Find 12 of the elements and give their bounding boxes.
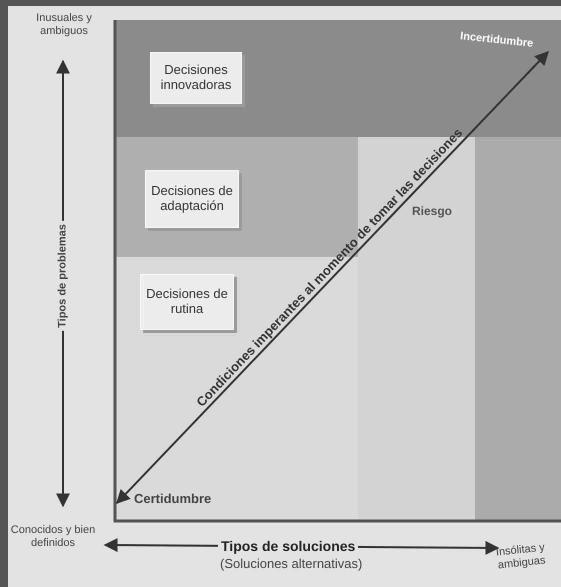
decision-box: Decisiones de rutina xyxy=(140,274,234,330)
axis-title: Tipos de soluciones xyxy=(218,538,358,554)
axis-subtitle: (Soluciones alternativas) xyxy=(220,557,362,572)
condition-label: Certidumbre xyxy=(134,492,212,507)
axis-end-label: Insólitas y ambiguas xyxy=(494,540,547,572)
condition-label: Incertidumbre xyxy=(460,30,534,50)
decision-box: Decisiones de adaptación xyxy=(145,170,239,228)
axis-end-label: Inusuales y ambiguos xyxy=(35,12,93,38)
axis-title: Tipos de problemas xyxy=(56,221,70,331)
condition-label: Riesgo xyxy=(412,205,452,219)
decision-box: Decisiones innovadoras xyxy=(150,52,242,104)
axis-end-label: Conocidos y bien definidos xyxy=(10,524,96,550)
